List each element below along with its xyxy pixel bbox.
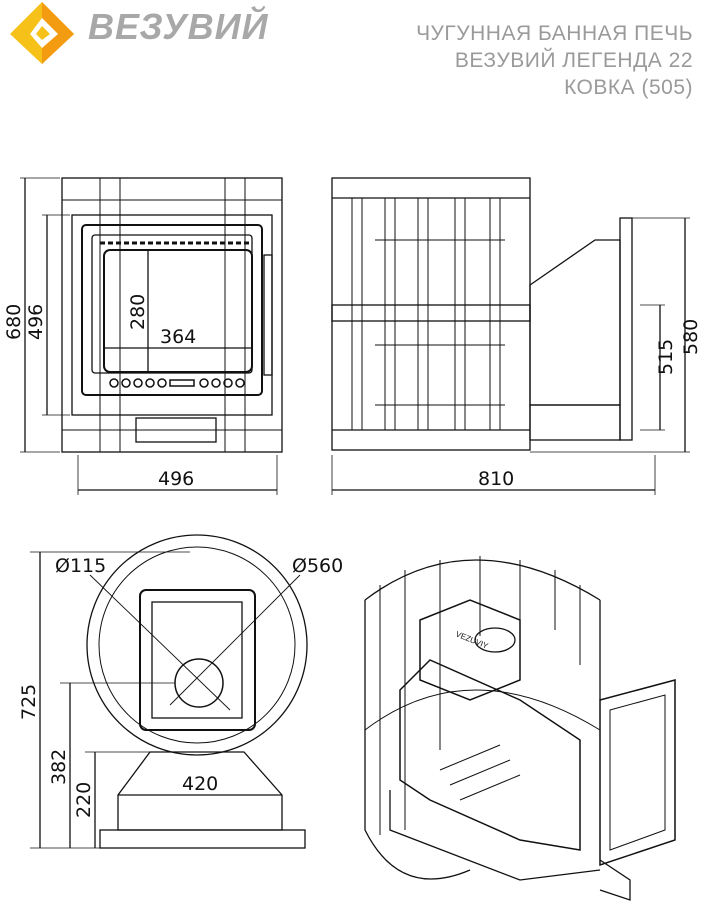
title-line: ВЕЗУВИЙ ЛЕГЕНДА 22 bbox=[454, 49, 693, 72]
side-view bbox=[331, 177, 690, 495]
logo-diamond-icon bbox=[10, 2, 74, 64]
title-line: КОВКА (505) bbox=[564, 76, 693, 99]
brand-name: ВЕЗУВИЙ bbox=[88, 6, 269, 47]
dim-width: 496 bbox=[158, 468, 194, 490]
dim-center-offset: 382 bbox=[48, 749, 70, 785]
title-line: ЧУГУННАЯ БАННАЯ ПЕЧЬ bbox=[416, 22, 693, 45]
dim-depth: 810 bbox=[478, 468, 514, 490]
dim-door-height: 280 bbox=[127, 294, 149, 330]
dim-tunnel-offset: 220 bbox=[73, 782, 95, 818]
dim-door-width: 364 bbox=[160, 326, 196, 348]
product-title: ЧУГУННАЯ БАННАЯ ПЕЧЬ ВЕЗУВИЙ ЛЕГЕНДА 22 … bbox=[416, 20, 693, 101]
dim-tunnel-total: 580 bbox=[680, 319, 702, 355]
dim-tunnel-width: 420 bbox=[182, 773, 218, 795]
dim-height-body: 496 bbox=[25, 304, 47, 340]
dim-body-diameter: Ø560 bbox=[292, 555, 343, 577]
dim-length-total: 725 bbox=[18, 684, 40, 720]
dim-height-total: 680 bbox=[3, 304, 25, 340]
iso-brand-mark: VEZUVIY bbox=[454, 630, 490, 651]
dim-chimney-diameter: Ø115 bbox=[55, 555, 106, 577]
dim-tunnel-height: 515 bbox=[655, 339, 677, 375]
iso-view: VEZUVIY bbox=[364, 556, 676, 901]
front-view bbox=[20, 177, 283, 495]
top-view bbox=[30, 534, 308, 849]
